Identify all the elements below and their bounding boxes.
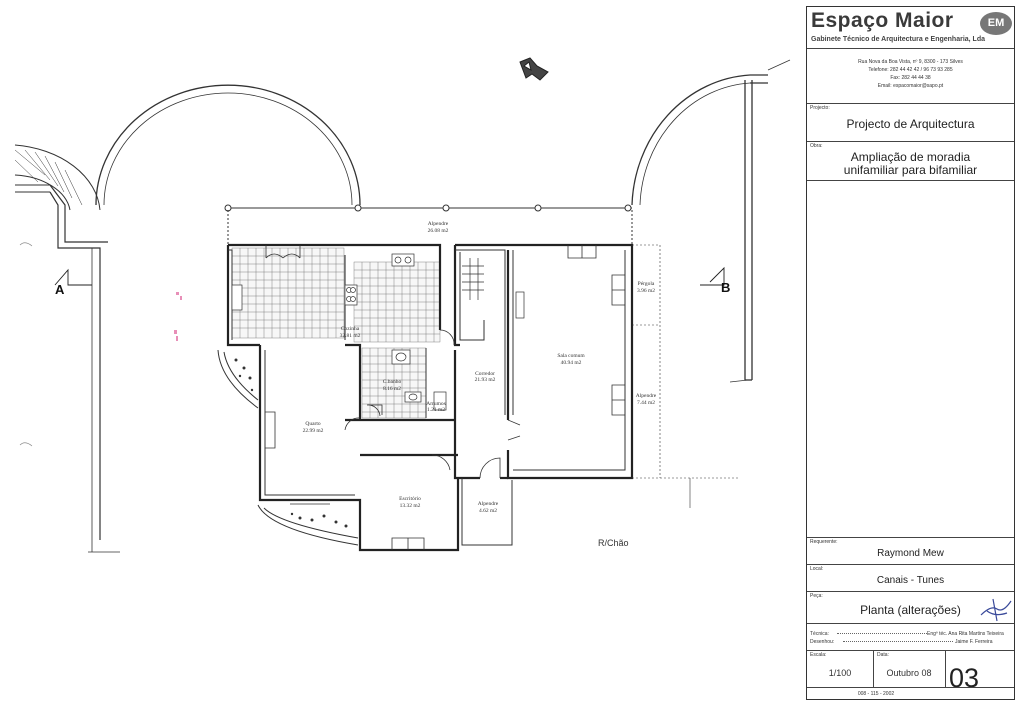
floor-plan-drawing: A B xyxy=(14,57,791,553)
obra-section: Obra: Ampliação de moradia unifamiliar p… xyxy=(807,141,1014,181)
peca-value: Planta (alterações) xyxy=(860,603,961,617)
room-name: Sala comum xyxy=(557,353,585,359)
project-label: Projecto: xyxy=(810,105,830,111)
section-markers xyxy=(54,266,725,286)
email-line: Email: espacomaior@sapo.pt xyxy=(877,83,944,89)
phone-line: Telefone: 282 44 42 42 / 96 73 93 285 xyxy=(868,67,953,73)
desenhou-dots xyxy=(843,641,953,642)
tecnica-value: Engº téc. Ana Rita Martins Teixeira xyxy=(927,631,1004,637)
company-name: Espaço Maior xyxy=(811,9,954,32)
obra-label: Obra: xyxy=(810,143,823,149)
room-area: 7.44 m2 xyxy=(637,400,655,406)
local-label: Local: xyxy=(810,566,824,572)
title-block: Espaço Maior EM Gabinete Técnico de Arqu… xyxy=(806,6,1015,700)
room-name: Corredor xyxy=(475,371,495,377)
desenhou-value: Jaime F. Ferreira xyxy=(955,639,993,645)
room-name: Alpendre xyxy=(428,221,449,227)
terrace-beam xyxy=(224,204,633,245)
room-name: Pérgola xyxy=(638,281,655,287)
left-arch xyxy=(95,84,361,206)
requerente-value: Raymond Mew xyxy=(877,548,944,559)
room-name: Cozinha xyxy=(341,326,360,332)
fax-line: Fax: 282 44 44 38 xyxy=(890,75,931,81)
peca-section: Peça: Planta (alterações) xyxy=(807,591,1014,623)
room-area: 40.94 m2 xyxy=(561,360,582,366)
obra-value-line2: unifamiliar para bifamiliar xyxy=(843,163,978,177)
tecnica-label: Técnica: xyxy=(810,631,829,637)
room-area: 22.99 m2 xyxy=(303,428,324,434)
address-line: Rua Nova da Boa Vista, nº 9, 8300 - 173 … xyxy=(858,59,963,65)
reference-number: 008 - 115 - 2002 xyxy=(857,691,895,697)
room-area: 21.93 m2 xyxy=(475,377,496,383)
room-area: 3.96 m2 xyxy=(637,288,655,294)
room-name: Escritório xyxy=(399,496,421,502)
room-name: C.banho xyxy=(383,379,402,385)
punch-hole-mark xyxy=(19,242,33,247)
signature-icon xyxy=(980,598,1012,622)
punch-hole-mark xyxy=(19,442,33,447)
reference-section: 008 - 115 - 2002 xyxy=(807,687,1014,700)
room-area: 8.16 m2 xyxy=(383,386,401,392)
room-area: 1.21 m2 xyxy=(427,407,445,413)
kitchen-tiles xyxy=(231,247,441,419)
requerente-section: Requerente: Raymond Mew xyxy=(807,537,1014,564)
desenhou-label: Desenhou: xyxy=(810,639,835,645)
requerente-label: Requerente: xyxy=(810,539,838,545)
peca-label: Peça: xyxy=(810,593,823,599)
section-marker-b: B xyxy=(721,280,730,295)
pergola-outline xyxy=(632,244,740,479)
room-area: 13.32 m2 xyxy=(400,503,421,509)
fixtures xyxy=(231,253,525,411)
room-name: Alpendre xyxy=(478,501,499,507)
room-name: Alpendre xyxy=(636,393,657,399)
right-arch xyxy=(631,59,791,381)
scale-date-section: Escala: Data: 1/100 Outubro 08 xyxy=(807,650,1014,688)
local-value: Canais - Tunes xyxy=(876,575,945,586)
north-arrow-icon xyxy=(519,57,549,81)
room-name: Arrumos xyxy=(426,401,446,407)
room-name: Quarto xyxy=(305,421,321,427)
pink-marks xyxy=(174,292,182,341)
section-marker-a: A xyxy=(55,282,65,297)
escala-label: Escala: xyxy=(810,652,827,658)
company-logo-icon: EM xyxy=(980,12,1012,35)
drawing-number: 03 xyxy=(949,663,980,693)
company-subtitle: Gabinete Técnico de Arquitectura e Engen… xyxy=(811,36,986,43)
tecnica-dots xyxy=(837,633,927,634)
doors-windows xyxy=(265,245,625,550)
data-label: Data: xyxy=(877,652,889,658)
room-area: 26.08 m2 xyxy=(428,228,449,234)
project-section: Projecto: Projecto de Arquitectura xyxy=(807,103,1014,141)
dimension-tick xyxy=(729,379,749,383)
planters xyxy=(217,349,359,546)
left-stair-and-wall xyxy=(14,144,120,553)
inner-walls xyxy=(228,249,626,546)
local-section: Local: Canais - Tunes xyxy=(807,564,1014,591)
credits-section: Técnica: Engº téc. Ana Rita Martins Teix… xyxy=(807,623,1014,650)
main-walls xyxy=(226,243,634,552)
room-area: 32.81 m2 xyxy=(340,333,361,339)
obra-value-line1: Ampliação de moradia xyxy=(850,150,971,164)
escala-value: 1/100 xyxy=(828,668,852,678)
room-labels: Alpendre 26.08 m2 Cozinha 32.81 m2 C.ban… xyxy=(303,221,657,514)
project-value: Projecto de Arquitectura xyxy=(846,117,975,131)
room-area: 4.62 m2 xyxy=(479,508,497,514)
floor-label: R/Chão xyxy=(598,538,629,548)
address-section: Rua Nova da Boa Vista, nº 9, 8300 - 173 … xyxy=(807,48,1014,103)
data-value: Outubro 08 xyxy=(886,668,932,678)
